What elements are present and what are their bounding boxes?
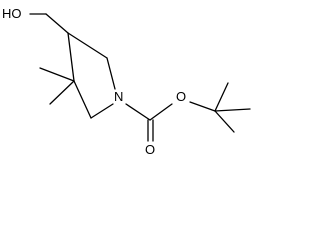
bond-n-c2: [90, 103, 114, 119]
hydroxyl-label: HO: [2, 6, 22, 21]
bond-c2-c3: [73, 80, 92, 119]
bond-c5-n: [106, 57, 116, 90]
molecule-structure: HO N O O: [2, 6, 251, 157]
ester-oxygen-label: O: [176, 89, 186, 104]
bond-carbonyl-c-o: [149, 103, 173, 121]
bond-o-tbu-c: [189, 101, 216, 112]
carbonyl-oxygen-label: O: [145, 142, 155, 157]
bond-tbu-methyl-bottom: [214, 110, 235, 133]
bond-c4-c5: [67, 32, 108, 59]
bond-c3-methyl-a: [39, 67, 75, 82]
bond-tbu-methyl-top: [214, 82, 229, 112]
nitrogen-label: N: [114, 89, 123, 104]
bond-ch2-c4: [45, 13, 69, 34]
bond-c3-c4: [67, 32, 75, 82]
bond-tbu-methyl-right: [214, 108, 251, 112]
bond-n-carbonyl-c: [125, 103, 151, 121]
bond-c3-methyl-b: [49, 80, 75, 105]
